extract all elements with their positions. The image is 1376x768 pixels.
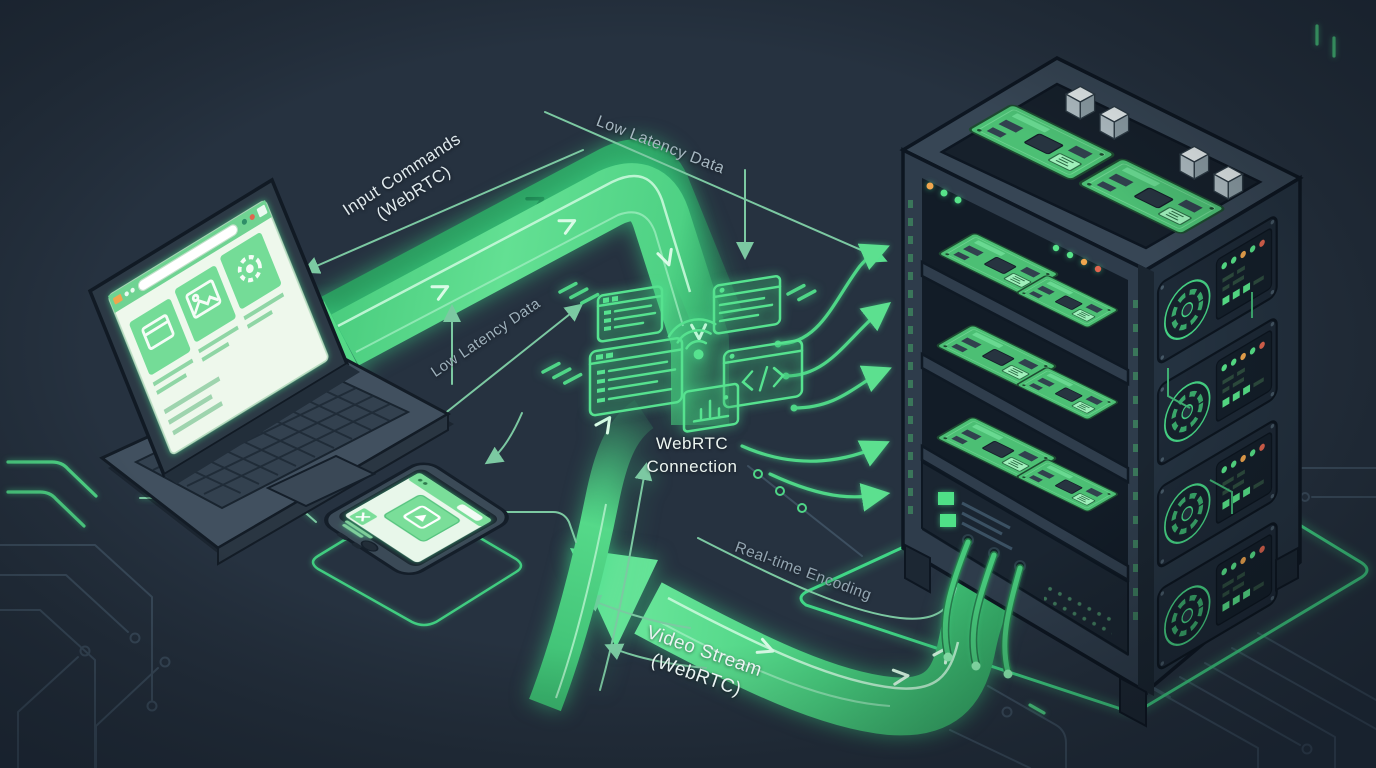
- webrtc-connection-label: WebRTC Connection: [646, 434, 738, 476]
